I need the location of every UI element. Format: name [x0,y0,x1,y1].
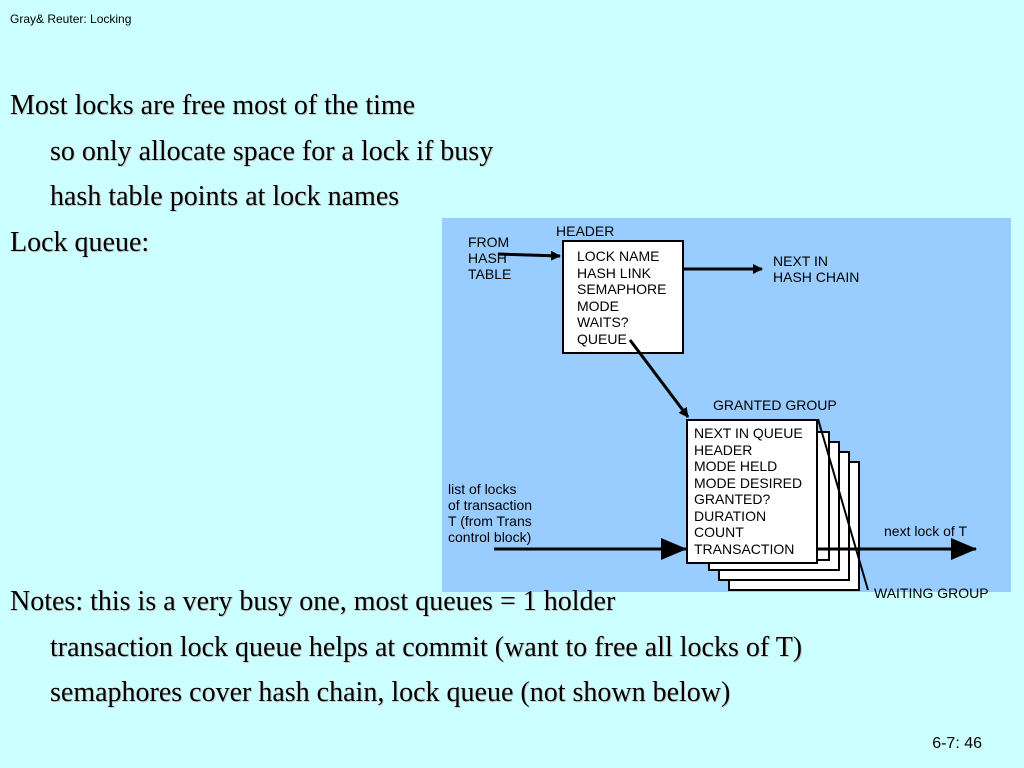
header-label: HEADER [556,223,615,239]
next-in-hash-chain-label: NEXT IN HASH CHAIN [773,253,860,285]
header-fields: LOCK NAME HASH LINK SEMAPHORE MODE WAITS… [577,248,667,347]
bullet-1: Most locks are free most of the time [10,90,416,121]
request-fields: NEXT IN QUEUE HEADER MODE HELD MODE DESI… [694,425,803,557]
page-number: 6-7: 46 [932,735,982,752]
next-lock-of-t-label: next lock of T [884,523,968,539]
bullet-6: transaction lock queue helps at commit (… [50,632,803,663]
waiting-group-label: WAITING GROUP [874,585,989,601]
list-of-locks-label: list of locks of transaction T (from Tra… [448,481,533,545]
request-box [686,419,818,564]
from-hash-table-label: FROM HASH TABLE [468,234,512,282]
header-box [562,240,684,354]
slide-header: Gray& Reuter: Locking [10,12,132,26]
bullet-3: hash table points at lock names [50,181,400,212]
granted-group-label: GRANTED GROUP [713,397,837,413]
bullet-5: Notes: this is a very busy one, most que… [10,586,616,617]
bullet-7: semaphores cover hash chain, lock queue … [50,677,731,708]
bullet-2: so only allocate space for a lock if bus… [50,136,494,167]
bullet-4: Lock queue: [10,227,150,258]
